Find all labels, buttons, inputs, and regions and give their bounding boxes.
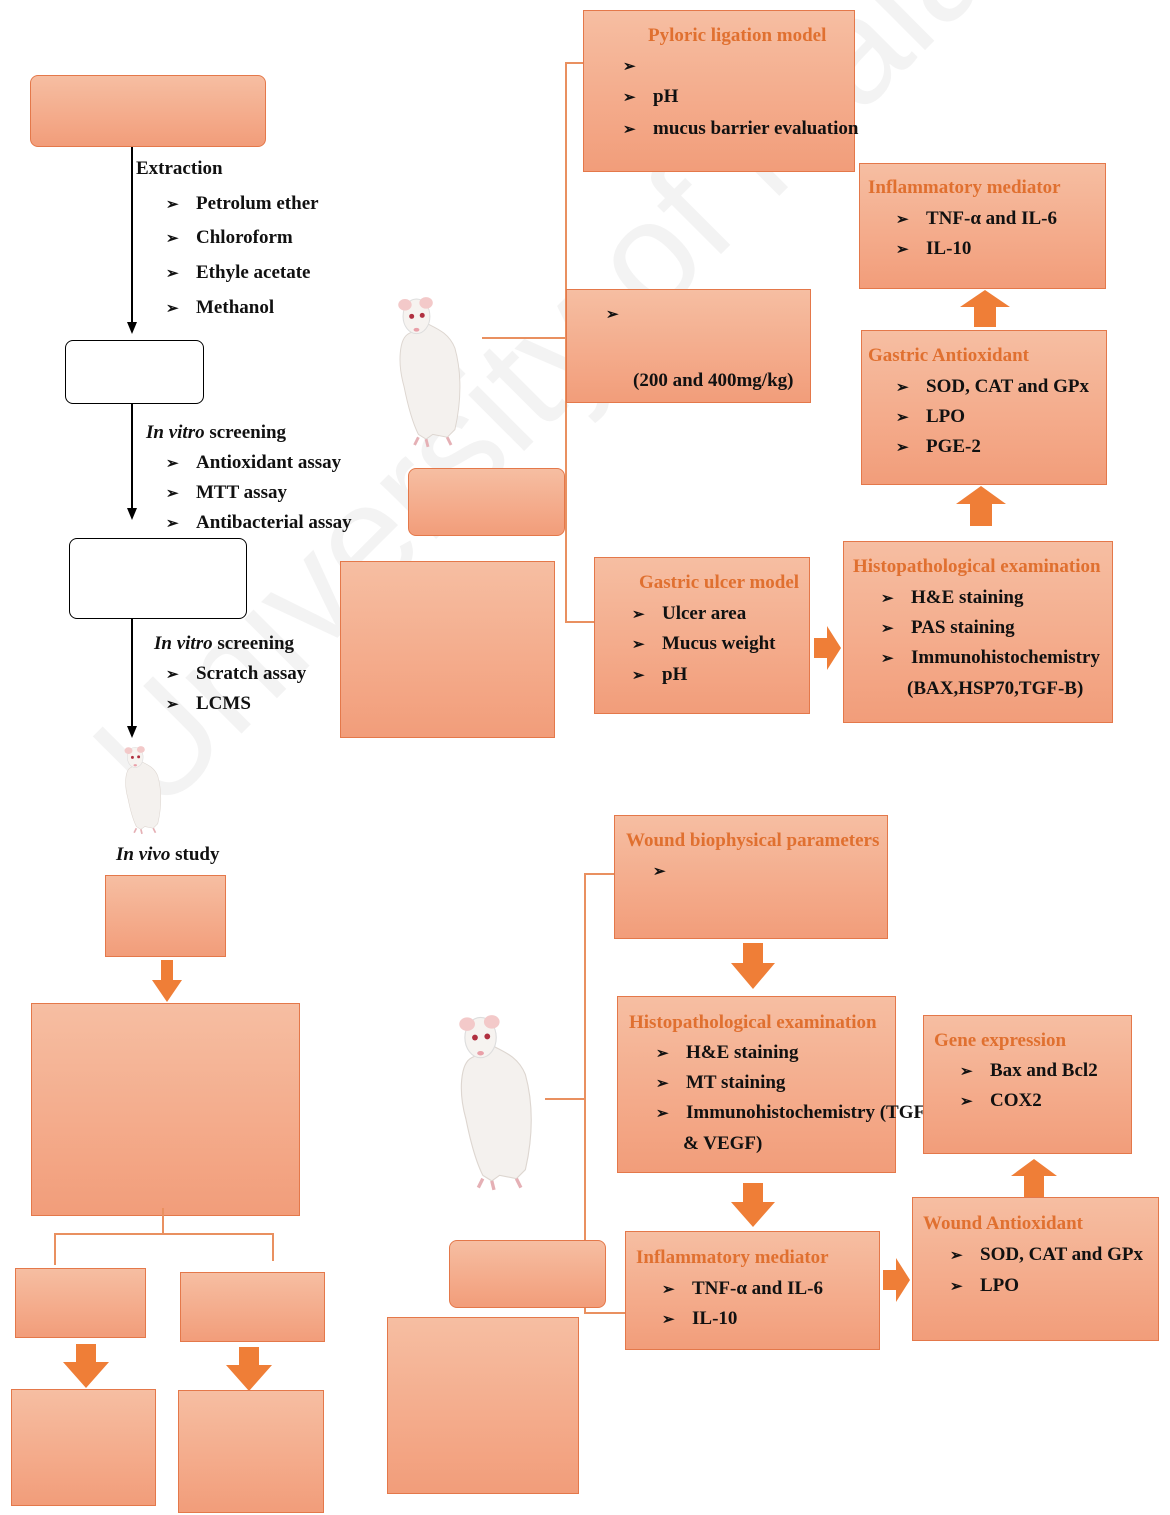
antioxidant-item: SOD, CAT and GPx [896, 376, 1089, 398]
right-arrow-icon [883, 1258, 910, 1302]
connector-line [584, 873, 616, 875]
flow-arrowhead-1 [127, 322, 137, 334]
inflammatory-item: TNF-α and IL-6 [662, 1278, 823, 1300]
solvent-item: Chloroform [166, 227, 293, 249]
histopathology-extra: & VEGF) [683, 1133, 762, 1155]
histopathology-item: PAS staining [881, 617, 1015, 639]
histopathology-title: Histopathological examination [629, 1012, 877, 1034]
histopathology-extra: (BAX,HSP70,TGF-B) [907, 678, 1083, 700]
connector-line [565, 62, 585, 64]
invitro-em: In vitro [154, 633, 213, 654]
subacute-box [180, 1272, 325, 1342]
histopathology-item: H&E staining [656, 1042, 798, 1064]
pyloric-item [623, 55, 653, 77]
right-arrow-icon [814, 626, 841, 670]
wound-treatment-box [449, 1240, 606, 1308]
down-arrow-icon [731, 1183, 775, 1227]
rat-icon [380, 288, 476, 456]
invivo-box [105, 875, 226, 957]
up-arrow-icon [956, 486, 1006, 526]
flow-line-3 [131, 619, 133, 731]
bracket-line [54, 1233, 273, 1235]
gene-title: Gene expression [934, 1030, 1066, 1052]
wound-result-box [387, 1317, 579, 1494]
pyloric-title: Pyloric ligation model [648, 25, 826, 47]
inflammatory-item: IL-10 [896, 238, 971, 260]
antioxidant-title: Wound Antioxidant [923, 1213, 1083, 1235]
inflammatory-item: TNF-α and IL-6 [896, 208, 1057, 230]
down-arrow-icon [731, 943, 775, 989]
ulcer-title: Gastric ulcer model [639, 572, 799, 594]
pyloric-item: mucus barrier evaluation [623, 118, 858, 140]
ulcer-item: pH [632, 664, 687, 686]
assay-item: MTT assay [166, 482, 287, 504]
antioxidant-item: LPO [896, 406, 965, 428]
assay-item: Antibacterial assay [166, 512, 352, 534]
inflammatory-title: Inflammatory mediator [636, 1247, 829, 1269]
extract-box [65, 340, 204, 404]
pyloric-item: pH [623, 86, 678, 108]
bracket-line [272, 1233, 274, 1261]
gene-item: Bax and Bcl2 [960, 1060, 1098, 1082]
antioxidant-title: Gastric Antioxidant [868, 345, 1029, 367]
histopathology-item: MT staining [656, 1072, 785, 1094]
connector-line [584, 1312, 626, 1314]
connector-line [482, 337, 567, 339]
solvent-item: Petrolum ether [166, 193, 319, 215]
histopathology-title: Histopathological examination [853, 556, 1101, 578]
gastric-treatment-box [408, 468, 565, 536]
dose-text: (200 and 400mg/kg) [633, 370, 793, 392]
invivo-rest: study [170, 844, 219, 865]
up-arrow-icon [960, 290, 1010, 327]
assay-item: Scratch assay [166, 663, 306, 685]
plant-material-box [30, 75, 266, 147]
up-arrow-icon [1011, 1159, 1057, 1197]
gastric-result-box [340, 561, 555, 738]
rat-icon [438, 965, 550, 1240]
biophysical-title: Wound biophysical parameters [626, 830, 879, 852]
assay-item: LCMS [166, 693, 251, 715]
biophysical-item [653, 860, 683, 882]
invitro-rest: screening [205, 422, 286, 443]
bracket-line [54, 1233, 56, 1265]
extraction-label: Extraction [136, 158, 223, 180]
flow-arrowhead-3 [127, 726, 137, 738]
inflammatory-title: Inflammatory mediator [868, 177, 1061, 199]
inflammatory-item: IL-10 [662, 1308, 737, 1330]
rat-icon [102, 745, 182, 835]
toxicity-box [31, 1003, 300, 1216]
ulcer-item: Mucus weight [632, 633, 775, 655]
active-fraction-box [69, 538, 247, 619]
antioxidant-item: PGE-2 [896, 436, 981, 458]
invitro-rest: screening [213, 633, 294, 654]
histopathology-item: H&E staining [881, 587, 1023, 609]
solvent-item: Methanol [166, 297, 274, 319]
invitro-screening-label-2: In vitro screening [154, 633, 294, 655]
gene-item: COX2 [960, 1090, 1042, 1112]
dose-bullet [606, 303, 636, 325]
connector-line [565, 621, 595, 623]
bracket-line [162, 1208, 164, 1233]
flow-line-2 [131, 404, 133, 512]
acute-result-box [11, 1389, 156, 1506]
invivo-em: In vivo [116, 844, 170, 865]
invitro-screening-label-1: In vitro screening [146, 422, 286, 444]
ulcer-item: Ulcer area [632, 603, 746, 625]
antioxidant-item: LPO [950, 1275, 1019, 1297]
histopathology-item: Immunohistochemistry [881, 647, 1100, 669]
subacute-result-box [178, 1390, 324, 1513]
assay-item: Antioxidant assay [166, 452, 341, 474]
flow-arrowhead-2 [127, 508, 137, 520]
solvent-item: Ethyle acetate [166, 262, 310, 284]
connector-line [545, 1098, 585, 1100]
down-arrow-icon [226, 1347, 272, 1391]
acute-box [15, 1268, 146, 1338]
flow-line-1 [131, 147, 133, 327]
invivo-study-label: In vivo study [116, 844, 219, 866]
histopathology-item: Immunohistochemistry (TGF-β [656, 1102, 941, 1124]
down-arrow-icon [152, 960, 182, 1002]
down-arrow-icon [63, 1344, 109, 1388]
invitro-em: In vitro [146, 422, 205, 443]
antioxidant-item: SOD, CAT and GPx [950, 1244, 1143, 1266]
